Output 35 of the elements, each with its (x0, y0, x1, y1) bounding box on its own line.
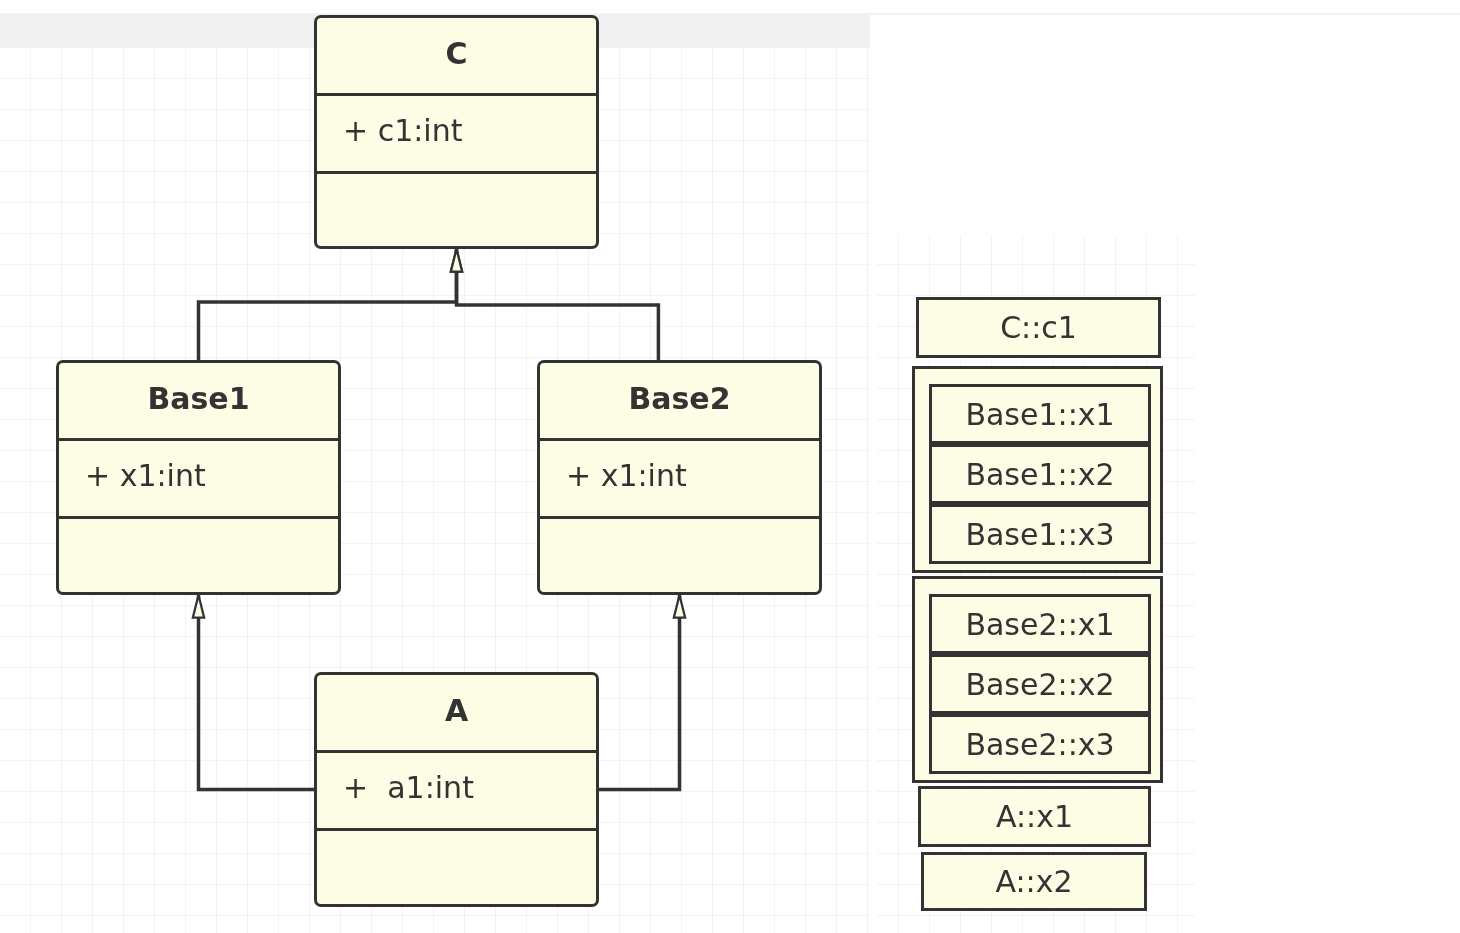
memory-cell (929, 714, 1151, 774)
member-label: Base2::x1 (965, 606, 1115, 642)
memory-group-box (912, 366, 1163, 573)
memory-cell (929, 384, 1151, 444)
member-label: Base1::x3 (965, 516, 1115, 552)
class-name: Base2 (628, 381, 731, 416)
memory-group-box (912, 576, 1163, 783)
member-label: Base1::x1 (965, 396, 1115, 432)
memory-cell (929, 594, 1151, 654)
class-name: Base1 (147, 381, 250, 416)
class-box (314, 672, 599, 907)
member-label: A::x1 (995, 799, 1074, 834)
inheritance-arrow (449, 247, 661, 360)
class-box (56, 360, 341, 595)
inheritance-arrow (191, 593, 314, 792)
attribute-text: + x1:int (85, 458, 206, 493)
memory-cell (929, 444, 1151, 504)
inheritance-arrow (599, 593, 687, 792)
memory-cell (929, 654, 1151, 714)
memory-cell (918, 786, 1151, 847)
member-label: A::x2 (995, 864, 1073, 899)
class-name: C (445, 36, 468, 71)
attribute-text: + c1:int (343, 113, 463, 148)
class-name: A (444, 693, 469, 728)
member-label: Base2::x3 (965, 726, 1115, 762)
memory-cell (916, 297, 1161, 358)
member-label: Base1::x2 (965, 456, 1115, 492)
member-label: C::c1 (1000, 310, 1077, 345)
attribute-text: + x1:int (566, 458, 687, 493)
memory-cell (929, 504, 1151, 564)
class-box (314, 15, 599, 249)
memory-cell (921, 852, 1147, 911)
attribute-text: + a1:int (343, 770, 474, 805)
member-label: Base2::x2 (965, 666, 1115, 702)
class-box (537, 360, 822, 595)
